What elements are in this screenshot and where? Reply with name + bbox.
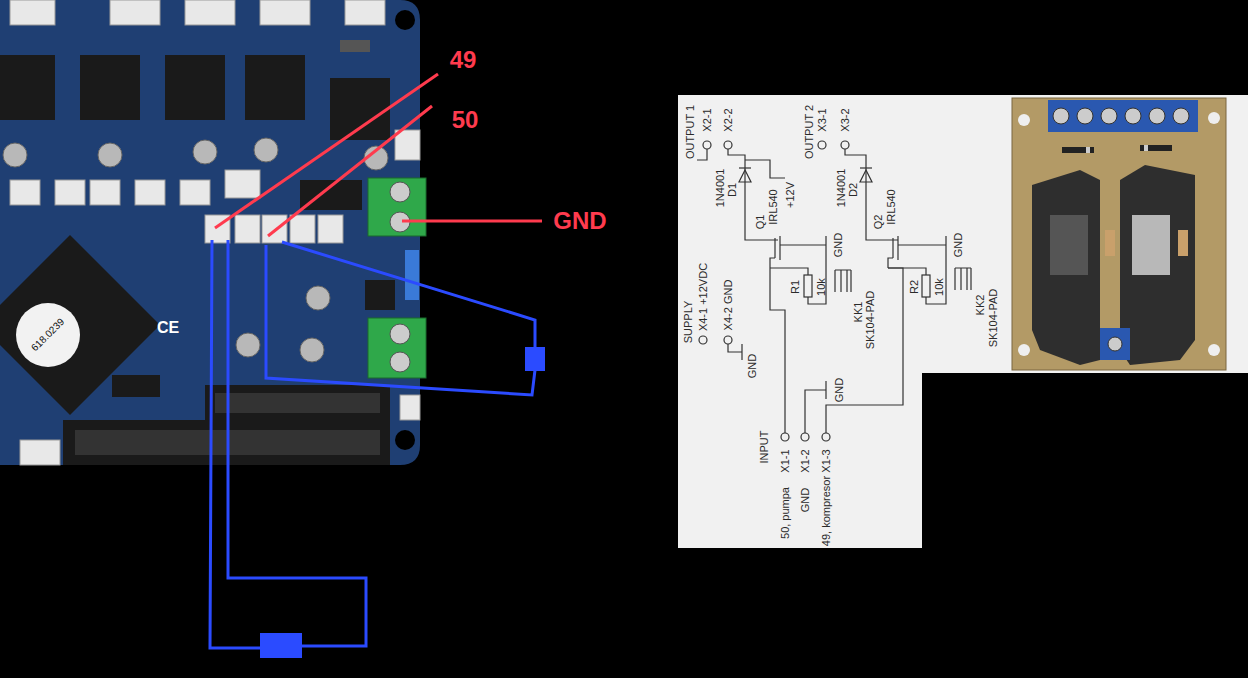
signal-name: 49, kompresor	[821, 476, 832, 546]
pin-name: X1-3	[821, 449, 832, 472]
part-value: 10k	[934, 278, 945, 296]
pin-name: X4-1 +12VDC	[698, 263, 709, 331]
controller-board	[0, 0, 426, 465]
port-name: OUTPUT 2	[804, 105, 815, 159]
net-name: GND	[800, 488, 811, 512]
pin-name: X2-1	[702, 108, 713, 131]
part-value: 1N4001	[715, 169, 726, 208]
part-value: 10k	[816, 278, 827, 296]
net-name: GND	[834, 378, 845, 402]
schematic-sheet	[678, 95, 1007, 548]
pin-number: 49	[450, 48, 477, 72]
silkscreen-mark: CE	[157, 320, 179, 336]
pin-name: X3-2	[840, 108, 851, 131]
net-name: GND	[953, 233, 964, 257]
part-name: D2	[848, 183, 859, 197]
pin-number: 50	[452, 108, 479, 132]
part-value: SK104-PAD	[865, 291, 876, 350]
part-name: D1	[727, 183, 738, 197]
part-name: KK2	[975, 295, 986, 316]
part-value: 1N4001	[836, 169, 847, 208]
pin-name: X1-1	[780, 449, 791, 472]
port-name: INPUT	[759, 431, 770, 464]
part-name: Q1	[755, 215, 766, 230]
wire-connector	[260, 633, 302, 658]
pin-name: GND	[553, 209, 606, 233]
net-name: GND	[833, 233, 844, 257]
part-name: Q2	[873, 215, 884, 230]
part-value: SK104-PAD	[988, 289, 999, 348]
pin-name: X1-2	[800, 449, 811, 472]
wire-connector	[525, 347, 545, 371]
leader-lines	[215, 74, 542, 236]
net-name: +12V	[785, 182, 796, 208]
signal-name: 50, pumpa	[780, 487, 791, 539]
signal-wires	[210, 240, 535, 648]
schematic-lines	[697, 141, 971, 441]
part-name: R2	[909, 280, 920, 294]
driver-board-photo	[1007, 95, 1248, 373]
part-name: KK1	[853, 302, 864, 323]
fuse	[405, 250, 419, 300]
port-name: OUTPUT 1	[685, 105, 696, 159]
port-name: SUPPLY	[683, 301, 694, 344]
part-name: R1	[790, 280, 801, 294]
part-value: IRL540	[886, 189, 897, 224]
pin-name: X2-2	[723, 108, 734, 131]
pin-name: X4-2 GND	[723, 280, 734, 331]
part-value: IRL540	[768, 189, 779, 224]
pin-name: X3-1	[817, 108, 828, 131]
net-name: GND	[747, 354, 758, 378]
